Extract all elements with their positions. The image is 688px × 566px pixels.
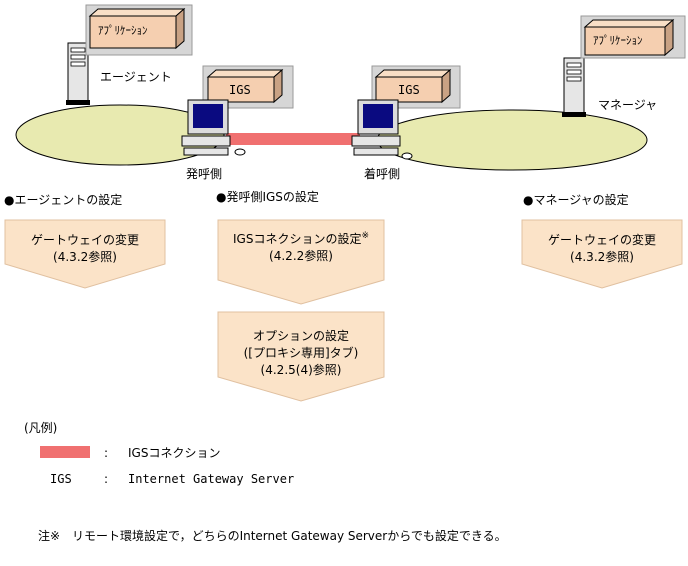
option-settings-line3: (4.2.5(4)参照) — [260, 363, 342, 377]
legend-line-desc: IGSコネクション — [128, 446, 221, 460]
agent-gateway-box — [4, 219, 166, 289]
manager-gateway-line1: ゲートウェイの変更 — [547, 233, 656, 247]
legend-abbr-desc: Internet Gateway Server — [128, 472, 295, 486]
legend-abbr: IGS — [50, 472, 72, 486]
note-marker: ※ — [361, 231, 369, 241]
agent-app-box — [88, 7, 186, 50]
legend-title: (凡例) — [24, 421, 58, 435]
agent-label: エージェント — [100, 70, 172, 84]
igs-connection-line — [226, 133, 360, 145]
caller-label: 発呼側 — [186, 167, 223, 181]
manager-server-icon — [562, 57, 586, 117]
manager-app-box — [583, 18, 675, 57]
igs-connection-text: IGSコネクションの設定※ (4.2.2参照) — [218, 228, 384, 265]
callee-label: 着呼側 — [364, 167, 401, 181]
legend-connection-swatch — [40, 446, 90, 458]
caller-pc-icon — [181, 99, 246, 156]
option-settings-line2: ([プロキシ専用]タブ) — [243, 346, 359, 360]
manager-gateway-box — [521, 219, 683, 289]
manager-settings-heading: ●マネージャの設定 — [523, 193, 629, 207]
legend-abbr-sep: : — [104, 472, 109, 486]
option-settings-text: オプションの設定 ([プロキシ専用]タブ) (4.2.5(4)参照) — [218, 328, 384, 379]
agent-network — [15, 104, 225, 166]
option-settings-line1: オプションの設定 — [252, 329, 349, 343]
igs-left-label: IGS — [229, 83, 251, 97]
agent-gateway-text: ゲートウェイの変更 (4.3.2参照) — [5, 232, 165, 266]
igs-connection-line1: IGSコネクションの設定※ — [232, 231, 369, 246]
manager-app-label: ｱﾌﾟﾘｹｰｼｮﾝ — [593, 34, 643, 47]
agent-gateway-line2: (4.3.2参照) — [53, 250, 117, 264]
manager-gateway-text: ゲートウェイの変更 (4.3.2参照) — [522, 232, 682, 266]
manager-label: マネージャ — [598, 98, 658, 112]
agent-settings-heading: ●エージェントの設定 — [4, 193, 123, 207]
callee-pc-icon — [351, 99, 413, 160]
legend-line-sep: : — [104, 446, 109, 460]
option-settings-box — [217, 311, 385, 402]
footnote: 注※ リモート環境設定で，どちらのInternet Gateway Server… — [38, 529, 507, 543]
manager-network — [376, 109, 648, 171]
igs-right-box — [374, 68, 452, 104]
agent-server-icon — [66, 42, 90, 105]
igs-left-box — [206, 68, 284, 104]
agent-gateway-line1: ゲートウェイの変更 — [30, 233, 139, 247]
igs-connection-line2: (4.2.2参照) — [269, 249, 333, 263]
manager-gateway-line2: (4.3.2参照) — [570, 250, 634, 264]
igs-right-label: IGS — [398, 83, 420, 97]
igs-connection-box — [217, 219, 385, 305]
caller-igs-settings-heading: ●発呼側IGSの設定 — [216, 190, 319, 204]
agent-app-label: ｱﾌﾟﾘｹｰｼｮﾝ — [98, 24, 148, 37]
